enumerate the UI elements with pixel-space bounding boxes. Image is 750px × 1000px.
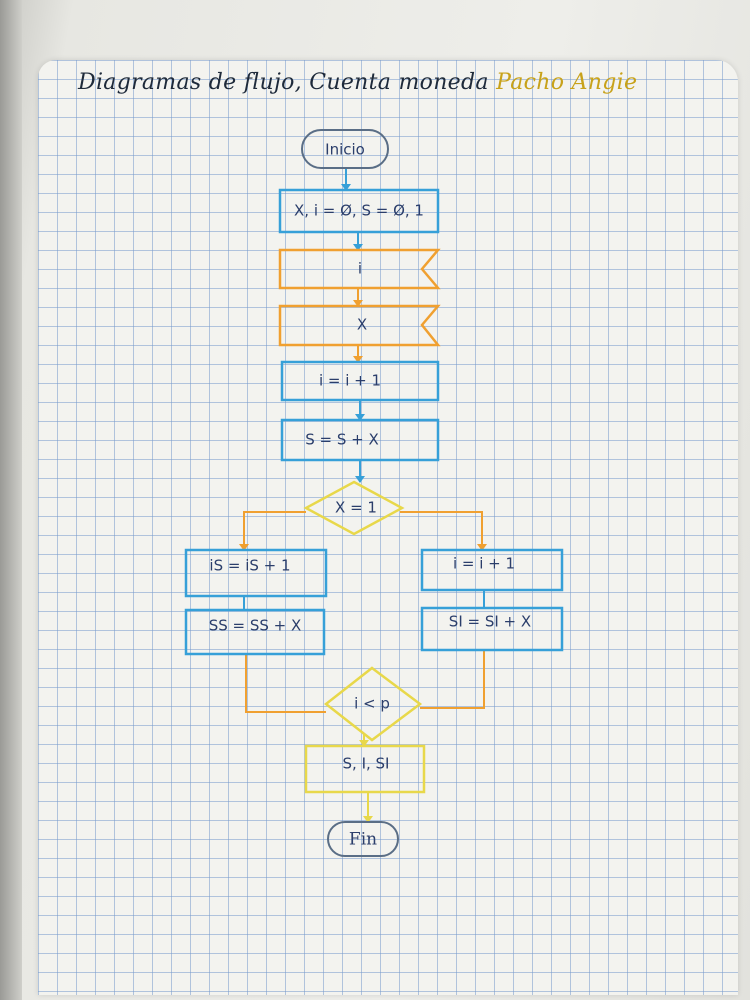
node-right-sum-label: SI = SI + X xyxy=(449,613,531,631)
node-end-label: Fin xyxy=(349,830,377,850)
node-read-x: X xyxy=(278,304,441,347)
author-names: Pacho Angie xyxy=(496,70,638,95)
node-left-sum-label: SS = SS + X xyxy=(209,617,302,635)
node-left-sum: SS = SS + X xyxy=(184,608,326,656)
node-read-i: i xyxy=(278,248,441,290)
merge-left xyxy=(245,654,326,713)
merge-right xyxy=(420,650,485,709)
node-left-inc-label: iS = iS + 1 xyxy=(209,557,290,575)
node-output: S, I, SI xyxy=(304,744,426,794)
node-init-label: X, i = Ø, S = Ø, 1 xyxy=(294,202,424,220)
node-start: Inicio xyxy=(301,129,389,169)
page-edge xyxy=(0,0,22,1000)
node-start-label: Inicio xyxy=(325,141,365,159)
node-read-x-label: X xyxy=(357,316,367,334)
node-inc-i-label: i = i + 1 xyxy=(319,372,381,390)
node-decision-loop-label: i < p xyxy=(354,695,390,713)
grid-sheet xyxy=(38,60,738,995)
node-decision-loop: i < p xyxy=(323,666,423,742)
title-text: Diagramas de flujo, Cuenta moneda xyxy=(78,70,489,95)
node-decision-x-label: X = 1 xyxy=(335,499,377,517)
node-right-sum: SI = SI + X xyxy=(420,606,564,652)
node-init: X, i = Ø, S = Ø, 1 xyxy=(278,188,440,234)
node-right-inc-label: i = i + 1 xyxy=(453,555,515,573)
branch-right xyxy=(400,511,483,550)
node-read-i-label: i xyxy=(358,260,362,278)
branch-left xyxy=(243,511,306,550)
node-right-inc: i = i + 1 xyxy=(420,548,564,592)
arrowheads xyxy=(239,184,487,823)
diagram-title: Diagramas de flujo, Cuenta moneda Pacho … xyxy=(78,70,638,95)
node-output-label: S, I, SI xyxy=(343,755,390,773)
node-decision-x: X = 1 xyxy=(303,480,405,536)
node-inc-i: i = i + 1 xyxy=(280,360,440,402)
node-end: Fin xyxy=(327,821,399,857)
node-sum-s-label: S = S + X xyxy=(305,431,379,449)
node-left-inc: iS = iS + 1 xyxy=(184,548,328,598)
node-sum-s: S = S + X xyxy=(280,418,440,462)
